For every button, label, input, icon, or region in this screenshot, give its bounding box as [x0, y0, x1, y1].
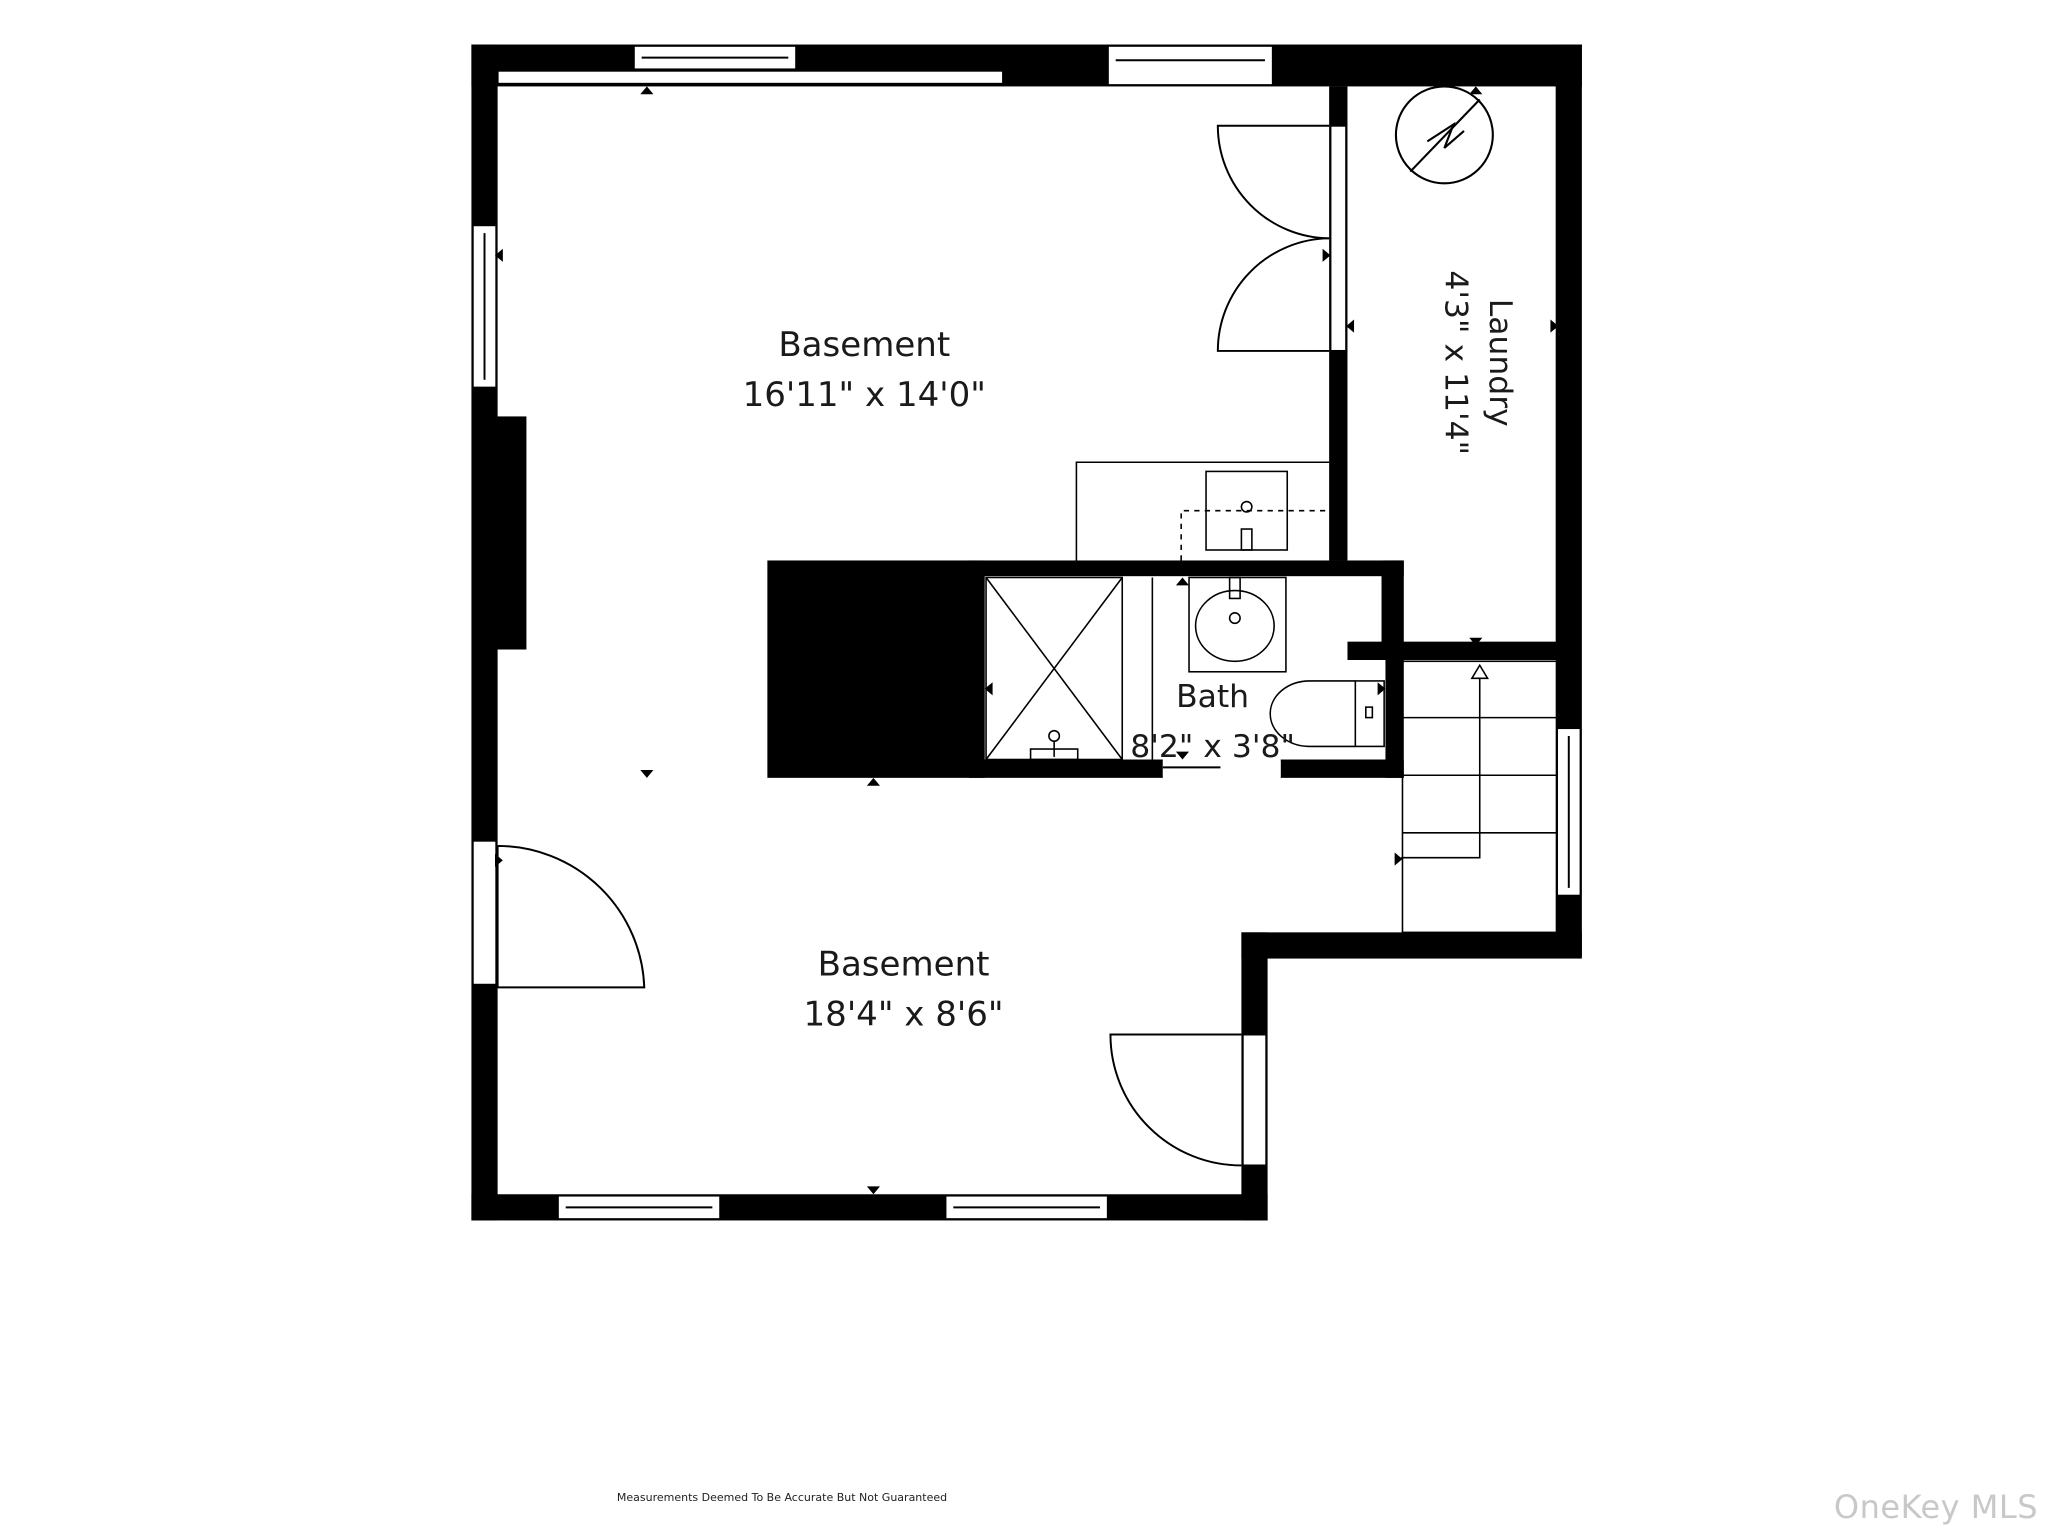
door-openings	[471, 124, 1348, 1167]
wall-markers	[494, 86, 1559, 1195]
measurement-disclaimer: Measurements Deemed To Be Accurate But N…	[616, 1491, 948, 1504]
room-name-bath: Bath	[1176, 679, 1249, 715]
windows	[471, 44, 1582, 1221]
room-dims-bath: 8'2" x 3'8"	[1130, 729, 1295, 765]
watermark: OneKey MLS	[1833, 1488, 2038, 1526]
door-swings	[496, 124, 1330, 1167]
water-heater-icon	[1394, 85, 1494, 185]
room-name-basement-upper: Basement	[778, 325, 950, 365]
solid-block	[767, 560, 972, 778]
room-name-basement-lower: Basement	[818, 945, 990, 985]
room-dims-basement-upper: 16'11" x 14'0"	[743, 375, 986, 415]
room-dims-basement-lower: 18'4" x 8'6"	[804, 994, 1004, 1034]
stairs	[1401, 660, 1558, 934]
room-dims-laundry: 4'3" x 11'4"	[1438, 270, 1474, 455]
room-name-laundry: Laundry	[1482, 299, 1518, 427]
utility-sink	[1075, 461, 1330, 561]
bath-fixtures	[985, 576, 1385, 761]
